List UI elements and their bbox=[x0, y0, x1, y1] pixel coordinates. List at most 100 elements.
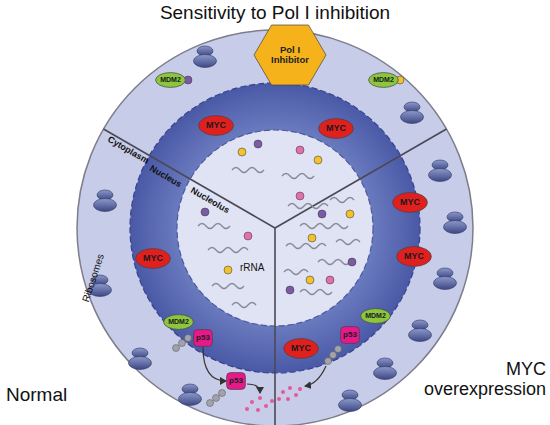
ubiquitin-chain-part bbox=[185, 335, 192, 342]
mdm2-protein-outline-part bbox=[164, 315, 194, 330]
inhibitor-hexagon-outline-part bbox=[254, 25, 326, 85]
rrna-strand-part bbox=[282, 174, 314, 179]
ribosome-symbol-part bbox=[409, 320, 432, 342]
rrna-strand-part bbox=[232, 303, 256, 308]
rrna-strand-part bbox=[300, 290, 332, 295]
myc-protein: MYC bbox=[318, 118, 354, 139]
myc-protein: MYC bbox=[392, 192, 428, 213]
diagram-title: Sensitivity to Pol I inhibition bbox=[0, 2, 550, 24]
mdm2-protein-outline-part bbox=[361, 309, 391, 324]
mdm2-protein: MDM2 bbox=[163, 314, 194, 330]
sector-divider-part bbox=[275, 129, 447, 228]
degraded-peptide-part bbox=[250, 400, 254, 404]
inhibitor-hexagon: Pol I Inhibitor bbox=[253, 24, 327, 86]
rrna-strand-part bbox=[300, 224, 348, 229]
sector-divider bbox=[104, 129, 447, 425]
ubiquitin-chain-part bbox=[173, 345, 180, 352]
ribosome-symbol-part bbox=[129, 348, 152, 370]
ubiquitination-arrow bbox=[203, 347, 226, 381]
node-label: Pol I Inhibitor bbox=[265, 45, 315, 65]
myc-protein: MYC bbox=[396, 246, 432, 267]
rrna-strand-part bbox=[318, 260, 350, 265]
myc-protein: MYC bbox=[135, 248, 171, 269]
ribosome-symbol-part bbox=[434, 268, 457, 290]
rrna-strand-part bbox=[208, 248, 248, 253]
node-label: MYC bbox=[392, 198, 428, 207]
ubiquitin-chain-part bbox=[213, 395, 220, 402]
p53-protein-outline-part bbox=[341, 327, 360, 344]
ribosomal-protein-part bbox=[326, 276, 334, 284]
mdm2-protein: MDM2 bbox=[155, 72, 186, 88]
degraded-peptide-part bbox=[264, 404, 268, 408]
p53-protein-outline-part bbox=[227, 373, 246, 390]
degradation-arrow bbox=[247, 366, 326, 393]
rrna-strand-part bbox=[288, 204, 328, 209]
degraded-peptide-part bbox=[245, 407, 249, 411]
ubiquitin-chain-part bbox=[325, 358, 332, 365]
node-label: MYC bbox=[198, 121, 234, 130]
node-label: MYC bbox=[396, 252, 432, 261]
ribosomal-protein-part bbox=[308, 234, 316, 242]
ribosomal-protein-part bbox=[314, 156, 322, 164]
p53-protein: p53 bbox=[193, 329, 213, 347]
node-label: MDM2 bbox=[368, 76, 399, 83]
ubiquitin-chain-part bbox=[219, 390, 226, 397]
ubiquitin-chain-part bbox=[335, 346, 342, 353]
ribosomal-protein-part bbox=[224, 266, 232, 274]
ubiquitin-chain-part bbox=[207, 400, 214, 407]
ribosomal-protein-part bbox=[318, 210, 326, 218]
degraded-peptide-part bbox=[258, 396, 262, 400]
node-label: p53 bbox=[340, 331, 360, 339]
myc-protein-outline-part bbox=[397, 247, 432, 267]
node-label: MDM2 bbox=[155, 76, 186, 83]
rrna-strand-part bbox=[232, 168, 264, 173]
ribosomal-protein-part bbox=[254, 140, 262, 148]
rrna-strand-part bbox=[284, 270, 308, 275]
ribosome-symbol-part bbox=[429, 160, 452, 182]
degraded-peptide-part bbox=[256, 408, 260, 412]
sector-divider-part bbox=[274, 228, 276, 425]
ribosome-symbol-part bbox=[179, 384, 202, 406]
degraded-peptide-part bbox=[298, 387, 302, 391]
ribosomal-protein-part bbox=[238, 148, 246, 156]
rrna-strand-part bbox=[336, 240, 360, 245]
p53-protein: p53 bbox=[340, 326, 360, 344]
degradation-arrow-part bbox=[247, 384, 260, 393]
ribosome-symbol-part bbox=[94, 190, 117, 212]
node-label: p53 bbox=[226, 377, 246, 385]
ribosomal-protein-part bbox=[346, 210, 354, 218]
ribosome-symbol-part bbox=[339, 390, 362, 412]
ribosomal-protein-part bbox=[296, 146, 304, 154]
degraded-peptide-part bbox=[281, 390, 285, 394]
ubiquitin-chain-part bbox=[330, 352, 337, 359]
ribosomal-protein bbox=[184, 76, 404, 294]
degraded-peptide-part bbox=[294, 393, 298, 397]
mdm2-protein-outline-part bbox=[156, 73, 186, 88]
region-label: Normal bbox=[6, 384, 67, 406]
degradation-arrow-part bbox=[305, 366, 326, 386]
myc-protein: MYC bbox=[198, 115, 234, 136]
rrna-strand bbox=[198, 168, 360, 308]
myc-protein-outline-part bbox=[393, 193, 428, 213]
region-label: rRNA bbox=[240, 262, 264, 273]
rrna-strand-part bbox=[286, 244, 326, 249]
rrna-strand-part bbox=[330, 198, 354, 203]
p53-protein: p53 bbox=[226, 372, 246, 390]
degraded-peptide-part bbox=[270, 399, 274, 403]
ribosome-symbol bbox=[89, 46, 467, 412]
ubiquitin-chain-part bbox=[179, 340, 186, 347]
ribosome-symbol-part bbox=[444, 212, 467, 234]
node-label: MYC bbox=[318, 124, 354, 133]
mdm2-protein: MDM2 bbox=[360, 308, 391, 324]
rrna-strand-part bbox=[212, 284, 244, 289]
p53-protein-outline-part bbox=[194, 330, 213, 347]
cytoplasm-circle bbox=[77, 30, 473, 425]
mdm2-protein-outline-part bbox=[369, 73, 399, 88]
ribosomal-protein-part bbox=[286, 286, 294, 294]
ribosomal-protein-part bbox=[296, 192, 304, 200]
mdm2-protein: MDM2 bbox=[368, 72, 399, 88]
node-label: MDM2 bbox=[360, 312, 391, 319]
